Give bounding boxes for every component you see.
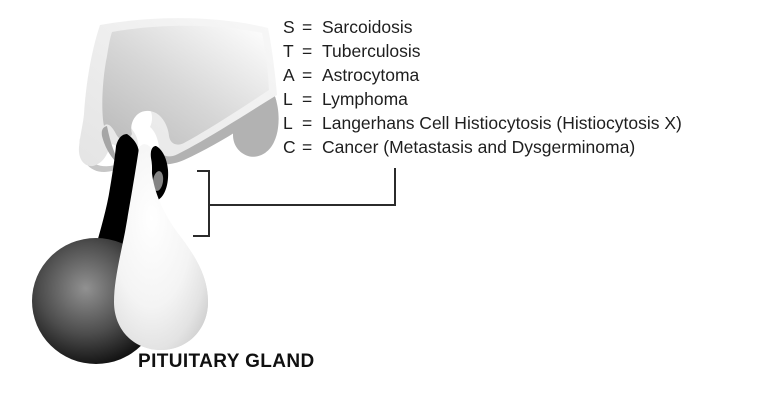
mnemonic-letter: L [283, 89, 293, 109]
legend-item: S = Sarcoidosis [283, 15, 682, 39]
mnemonic-letter: C [283, 137, 296, 157]
equals-sign: = [302, 113, 313, 133]
legend-item: A = Astrocytoma [283, 63, 682, 87]
legend-item: L = Lymphoma [283, 87, 682, 111]
condition-name: Tuberculosis [322, 41, 421, 61]
stalk-shadow [101, 126, 121, 166]
equals-sign: = [302, 17, 313, 37]
mnemonic-letter: T [283, 41, 294, 61]
pituitary-gland-label: PITUITARY GLAND [138, 351, 315, 372]
condition-name: Lymphoma [322, 89, 408, 109]
band-hook [233, 97, 279, 157]
condition-name: Sarcoidosis [322, 17, 413, 37]
condition-name: Astrocytoma [322, 65, 420, 85]
equals-sign: = [302, 65, 313, 85]
anterior-lobe-front [114, 144, 208, 350]
equals-sign: = [302, 41, 313, 61]
legend-item: L = Langerhans Cell Histiocytosis (Histi… [283, 111, 682, 135]
equals-sign: = [302, 89, 313, 109]
mnemonic-letter: L [283, 113, 293, 133]
mnemonic-letter: S [283, 17, 295, 37]
mnemonic-legend: S = Sarcoidosis T = Tuberculosis A = Ast… [283, 15, 682, 159]
equals-sign: = [302, 137, 313, 157]
condition-name: Cancer (Metastasis and Dysgerminoma) [322, 137, 636, 157]
mnemonic-letter: A [283, 65, 295, 85]
condition-name: Langerhans Cell Histiocytosis (Histiocyt… [322, 113, 682, 133]
brain-mass-core [102, 25, 269, 145]
legend-item: C = Cancer (Metastasis and Dysgerminoma) [283, 135, 682, 159]
legend-item: T = Tuberculosis [283, 39, 682, 63]
callout-bracket [193, 168, 396, 237]
